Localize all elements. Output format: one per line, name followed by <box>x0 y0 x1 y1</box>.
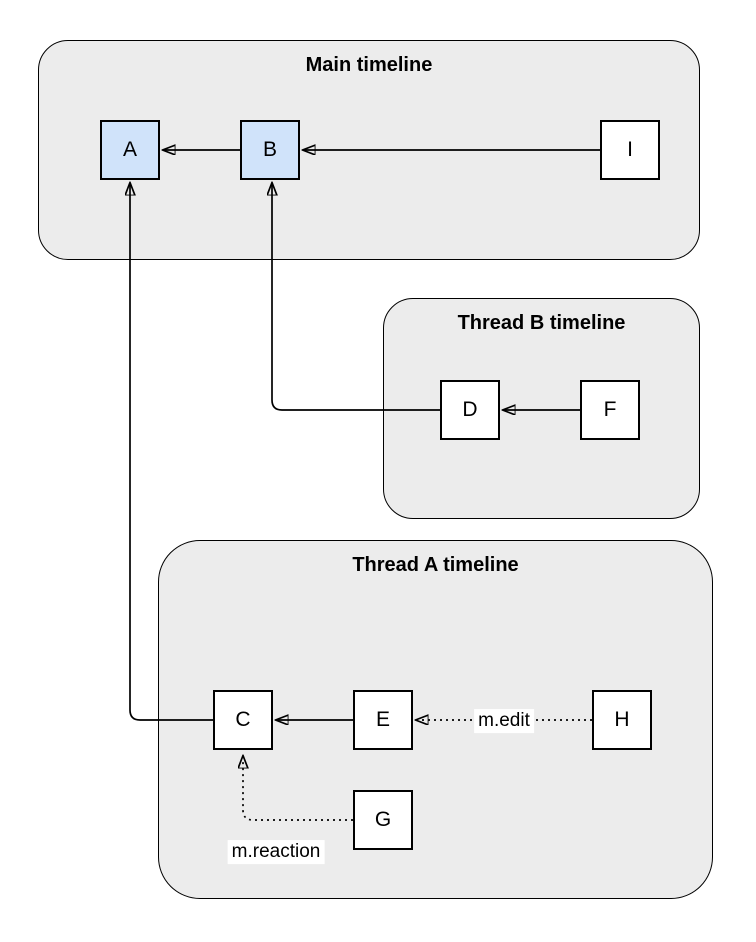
event-node-h-label: H <box>614 708 630 731</box>
event-node-c: C <box>213 690 273 750</box>
event-node-c-label: C <box>235 708 251 731</box>
thread-b-timeline-container: Thread B timeline <box>383 298 700 519</box>
event-node-b-label: B <box>262 138 277 161</box>
event-node-f-label: F <box>603 398 617 421</box>
event-node-e: E <box>353 690 413 750</box>
event-node-g-label: G <box>374 808 392 831</box>
event-node-e-label: E <box>375 708 390 731</box>
main-timeline-title: Main timeline <box>305 54 433 76</box>
event-node-a-label: A <box>122 138 137 161</box>
thread-b-timeline-title: Thread B timeline <box>457 312 626 334</box>
event-node-b: B <box>240 120 300 180</box>
event-node-d-label: D <box>462 398 478 421</box>
event-node-i: I <box>600 120 660 180</box>
event-node-h: H <box>592 690 652 750</box>
event-node-f: F <box>580 380 640 440</box>
event-node-g: G <box>353 790 413 850</box>
event-node-a: A <box>100 120 160 180</box>
event-node-d: D <box>440 380 500 440</box>
thread-a-timeline-title: Thread A timeline <box>352 554 519 576</box>
edge-label-m-edit: m.edit <box>474 709 534 733</box>
event-node-i-label: I <box>627 138 633 161</box>
edge-label-m-reaction: m.reaction <box>227 840 325 864</box>
